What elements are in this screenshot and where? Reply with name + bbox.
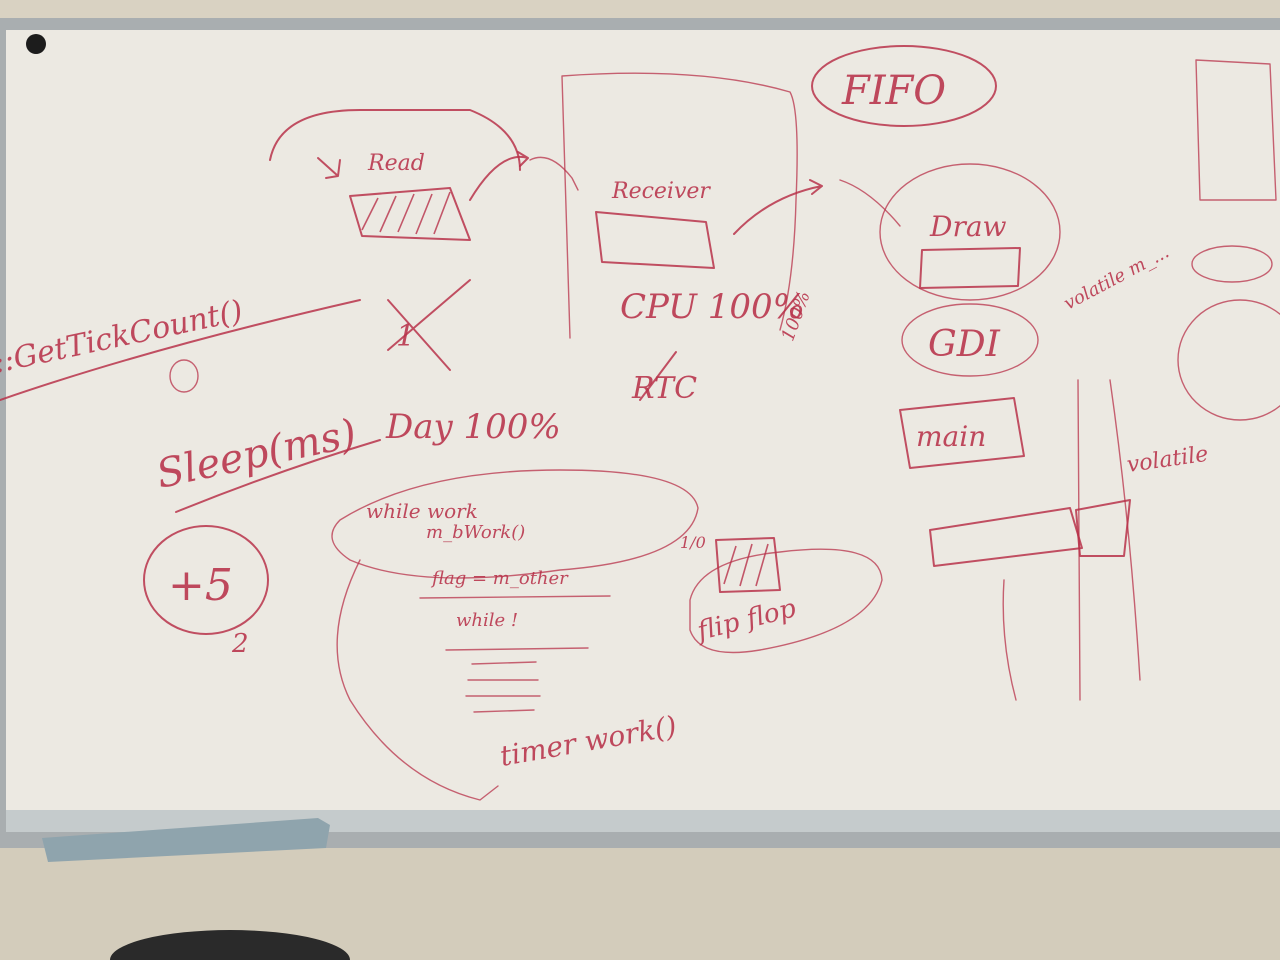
rtc-strike	[639, 351, 677, 401]
flip-flop-oval	[689, 548, 883, 654]
marker-circle-1	[169, 359, 199, 393]
while-work-oval	[331, 469, 699, 579]
main-label: main	[916, 420, 986, 453]
struck-label: 1	[396, 319, 415, 354]
right-large-oval	[1177, 299, 1280, 421]
right-edge-box	[1195, 59, 1277, 201]
flow-arc-top	[269, 109, 521, 171]
sleep-underline	[175, 439, 381, 513]
plus5-label: +5	[168, 560, 233, 611]
while-work-label: while work	[366, 499, 478, 523]
read-buffer-hatch	[361, 191, 451, 235]
receiver-buffer-box	[595, 211, 715, 269]
get-tick-underline	[0, 299, 361, 401]
draw-label: Draw	[929, 210, 1007, 243]
gdi-label: GDI	[928, 324, 1001, 365]
while-cond-label: while !	[456, 610, 518, 631]
rtc-label: RTC	[631, 371, 697, 406]
arrow-receiver-to-fifo	[733, 179, 823, 235]
ratio-label: 1/0	[680, 533, 706, 552]
flip-flop-box	[715, 537, 781, 593]
receiver-label: Receiver	[611, 179, 711, 204]
right-small-oval	[1191, 245, 1273, 283]
m-bwork-label: m_bWork()	[426, 522, 525, 543]
flip-flop-hatch	[723, 543, 769, 587]
arrow-into-receiver	[529, 156, 579, 191]
main-box	[899, 397, 1025, 469]
marker-tray	[42, 818, 330, 862]
zero-label: 2	[231, 629, 249, 659]
read-buffer-box	[349, 187, 471, 241]
board-surface	[6, 30, 1280, 826]
fifo-label: FIFO	[841, 68, 946, 114]
chair-back	[110, 930, 350, 960]
code-lines	[419, 595, 611, 713]
arrow-into-read	[317, 157, 341, 179]
lower-right-box	[929, 507, 1083, 567]
loop-arrow	[336, 559, 499, 801]
day-label: Day 100%	[385, 407, 561, 447]
fifo-oval	[811, 45, 997, 127]
arrow-read-to-receiver	[469, 151, 529, 201]
read-label: Read	[367, 151, 425, 176]
right-vertical-lines	[1077, 379, 1141, 701]
draw-buffer-box	[919, 247, 1021, 289]
plus5-oval	[143, 525, 269, 635]
receiver-frame	[561, 72, 798, 339]
board-magnet	[26, 34, 46, 54]
strike-x	[387, 279, 471, 371]
gdi-oval	[901, 303, 1039, 377]
cpu-label: CPU 100%	[620, 287, 805, 327]
flag-assign-label: flag = m_other	[430, 568, 569, 589]
arrow-into-draw	[839, 179, 901, 227]
right-arrow-down	[1002, 579, 1017, 701]
draw-oval	[879, 163, 1061, 301]
